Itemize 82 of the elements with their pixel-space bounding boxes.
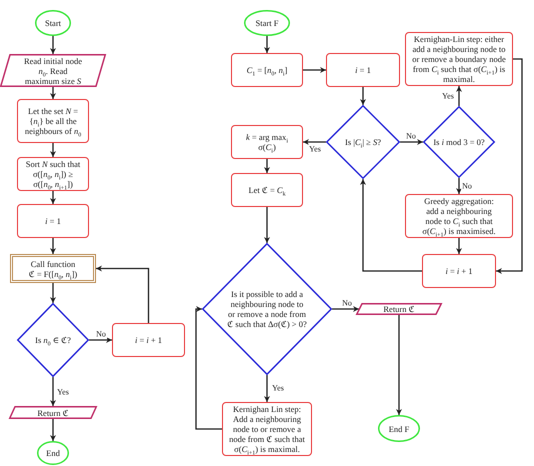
step-text: Kernighan Lin step: Add a neighbouring node to or remove a node from ℭ such that σ(C$_{i+1}$) is maximal. [228,404,306,454]
arrow [360,179,422,272]
arrow [89,337,112,343]
decision-diamond [326,105,400,179]
arrow [264,207,270,243]
arrow [264,375,270,402]
step-text: i = i + 1 [134,335,164,345]
arrow [303,139,326,145]
process-box [422,254,496,288]
arrow [456,238,462,254]
condition-text: Is |C$_{i}$| ≥ S? [344,137,382,147]
process-box [231,173,303,207]
arrow [400,139,423,145]
step-text: i = i + 1 [444,266,474,276]
io-text: Read initial node n$_{0}$. Read maximum size S [22,56,84,86]
io-text: Return ℭ [36,408,70,418]
process-box [326,53,400,87]
step-text: Let the set N = {n$_{i}$} be all the neighbours of n$_{0}$ [24,106,82,136]
step-text: Let ℭ = C$_{k}$ [247,185,287,195]
process-box [231,125,303,159]
io-parallelogram [9,406,97,419]
arrow [50,283,56,303]
step-text: Greedy aggregation: add a neighbouring node to C$_{i}$ such that σ(C$_{i+1}$) is maximised. [421,196,497,236]
io-text: Return ℭ [382,304,416,314]
step-text: Kernighan-Lin step: either add a neighbouring node to or remove a boundary node from C$_{i}$ such that σ(C$_{i+1}$) is maximal. [411,34,507,84]
arrow [496,58,523,274]
terminal-ellipse [35,10,71,36]
arrow [50,36,56,54]
process-box [405,32,513,86]
terminal-label: Start [44,18,62,28]
arrow [264,36,270,53]
edge-label: Yes [441,92,455,100]
process-box [405,194,513,238]
terminal-label: End F [388,424,410,434]
decision-diamond [17,303,89,377]
edge-label: Yes [56,388,70,396]
arrow [264,159,270,173]
arrow [396,315,402,415]
subroutine-box [10,254,96,283]
terminal-ellipse [244,10,290,36]
step-text: C$_{1}$ = [n$_{0}$, n$_{i}$] [246,65,288,75]
arrow [50,191,56,204]
arrow [456,86,462,106]
step-text: Sort N such that σ([n$_{0}$, n$_{i}$]) ≥ σ([n$_{0}$, n$_{i+1}$]) [24,159,82,189]
arrow [50,419,56,441]
process-box [231,53,303,87]
condition-text: Is i mod 3 = 0? [432,137,486,147]
condition-text: Is n$_{0}$ ∈ ℭ? [34,335,72,345]
edge-label: No [341,298,353,308]
call-text: Call function ℭ = F([n$_{0}$, n$_{i}$]) [28,258,78,278]
edge-label: No [461,182,473,190]
process-box [17,99,89,143]
condition-text: Is it possible to add a neighbouring node to or remove a node from ℭ such that Δσ(ℭ) > 0? [227,289,307,329]
arrow [50,238,56,254]
terminal-ellipse [378,415,420,442]
terminal-ellipse [37,441,69,465]
arrow [50,143,56,157]
step-text: i = 1 [354,65,372,75]
edge-label: Yes [271,384,285,392]
arrow [360,87,366,105]
terminal-label: Start F [254,18,280,28]
step-text: i = 1 [44,216,62,226]
arrow [195,306,222,430]
io-parallelogram [356,303,442,315]
decision-diamond [202,243,332,375]
process-box [112,323,185,357]
arrow [96,266,150,323]
edge-label: Yes [308,144,322,154]
arrow [50,87,56,99]
arrow [303,67,326,73]
process-box [17,157,89,191]
io-parallelogram [0,54,106,87]
process-box [17,204,89,238]
edge-label: No [95,330,107,338]
step-text: k = arg max$_{i}$ σ(C$_{i}$) [245,132,289,152]
arrow [456,178,462,194]
process-box [222,402,312,456]
terminal-label: End [45,448,61,458]
edge-label: No [405,132,417,140]
decision-diamond [423,106,495,178]
arrow [332,306,359,312]
arrow [50,377,56,406]
